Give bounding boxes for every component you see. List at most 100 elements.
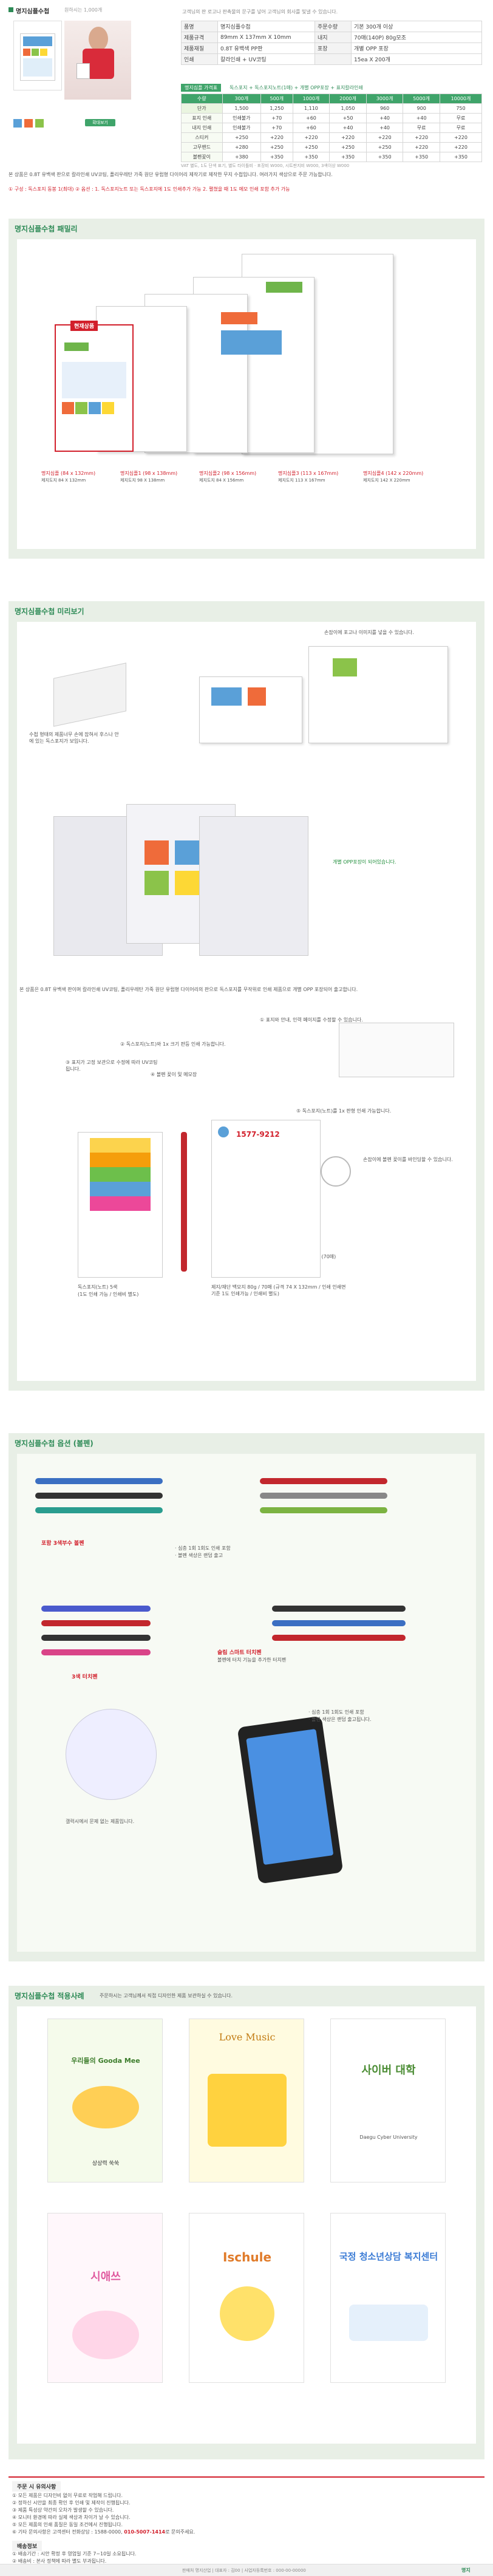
pen1-label: 포함 3색부수 볼펜 (41, 1541, 84, 1547)
price-cell: +220 (365, 132, 404, 143)
spec-value: 0.8T 유백색 PP판 (217, 43, 315, 54)
sample-title-3: 시애쓰 (90, 2271, 121, 2283)
pen1-note-0: · 심층 1회 1회도 인쇄 포함 (175, 1545, 231, 1551)
spec-row: 제품규격 89mm X 137mm X 10mm 내지 70매(140P) 80… (181, 32, 482, 43)
product-thumbnail[interactable] (13, 21, 62, 90)
price-title: 명지심플 가격표 (181, 84, 222, 92)
spec-row: 인쇄 칼라인쇄 + UV코팅 15ea X 200개 (181, 53, 482, 65)
price-header-cell: 수량 (181, 94, 223, 104)
preview-opp-packages (53, 798, 321, 962)
spec-row: 품명 명지심플수첩 주문수량 기본 300개 이상 (181, 21, 482, 32)
footer-logo: 명지 (461, 2567, 471, 2573)
price-cell: +350 (329, 152, 367, 162)
price-row-label: 내지 인쇄 (181, 123, 223, 133)
memo-tab-stack (90, 1138, 151, 1211)
brand-line: 명지심플수첩 (16, 9, 50, 15)
spec-key: 주문수량 (314, 21, 352, 32)
red-pen (181, 1132, 187, 1272)
touch-pen-4 (41, 1649, 151, 1655)
price-cell: +220 (329, 132, 367, 143)
price-cell: 인쇄불가 (222, 113, 262, 123)
price-cell: +250 (365, 142, 404, 152)
brand-sub: 원하시는 1,000개 (64, 7, 103, 13)
product-desc-2: ① 구성 : 독스포지 동봉 1(최대) ② 옵션 : 1. 독스포지노트 또는… (8, 186, 290, 192)
price-cell: +250 (292, 142, 330, 152)
slim-pen-1 (272, 1606, 406, 1612)
price-cell: +220 (260, 132, 293, 143)
sample-card-3[interactable]: 시애쓰 (47, 2213, 163, 2383)
note-bottom: 제지/재단 백모지 80g / 70매 (규격 74 X 132mm / 인쇄 … (211, 1284, 346, 1297)
price-row: 고무밴드+280+250+250+250+250+220+220 (181, 142, 483, 152)
note-item: ① 모든 제품은 디자인비 없이 무료로 작업해 드립니다. (12, 2493, 123, 2498)
sample-title-4: Ischule (222, 2250, 272, 2264)
price-header-cell: 3000개 (365, 94, 404, 104)
price-header-cell: 10000개 (439, 94, 483, 104)
sample-card-2[interactable]: 사이버 대학 Daegu Cyber University (330, 2019, 446, 2182)
ring-clip (321, 1156, 351, 1187)
price-cell: 1,250 (260, 103, 293, 114)
sample-title-2: 사이버 대학 (361, 2064, 416, 2077)
spec-value: 89mm X 137mm X 10mm (217, 32, 315, 43)
price-cell: 900 (403, 103, 440, 114)
right-note: 손잡이에 볼펜 꽂이를 바인딩할 수 있습니다. (363, 1157, 453, 1162)
preview-notebook-stack (53, 663, 126, 727)
view-larger-button[interactable]: 확대보기 (85, 119, 115, 126)
callout-4: ④ 볼펜 꽂이 및 메모장 (151, 1072, 197, 1077)
note-item: ② 배송비 : 본사 정책에 따라 별도 부과됩니다. (12, 2558, 107, 2564)
sample-card-5[interactable]: 국정 청소년상담 복지센터 (330, 2213, 446, 2383)
price-header-cell: 1000개 (292, 94, 330, 104)
section-title-samples: 명지심플수첩 적용사례 (15, 1992, 84, 2000)
spec-key: 제품재질 (181, 43, 218, 54)
sample-foot-0: 상상력 쑥쑥 (92, 2161, 120, 2167)
spec-key: 포장 (314, 43, 352, 54)
price-cell: +70 (260, 123, 293, 133)
sample-card-0[interactable]: 우리들의 Gooda Mee 상상력 쑥쑥 (47, 2019, 163, 2182)
phone-number: 1577-9212 (236, 1130, 280, 1139)
price-cell: 960 (365, 103, 404, 114)
note-item: ④ 모니터 환경에 따라 실제 색상과 차이가 날 수 있습니다. (12, 2515, 131, 2520)
sample-card-1[interactable]: Love Music (189, 2019, 304, 2182)
note-item: ③ 제품 특성상 약간의 오차가 발생할 수 있습니다. (12, 2507, 114, 2513)
spec-key: 품명 (181, 21, 218, 32)
touch-illustration (66, 1709, 157, 1800)
callout-1: ① 표지와 안내, 인력 페이지를 수정할 수 있습니다. (260, 1017, 363, 1023)
sample-card-4[interactable]: Ischule (189, 2213, 304, 2383)
price-cell: +220 (403, 132, 440, 143)
notes-title-1: 주문 시 유의사항 (12, 2481, 61, 2492)
section-title-family: 명지심플수첩 패밀리 (15, 225, 78, 233)
pen2-label: 3색 터치펜 (72, 1674, 98, 1680)
sample-title-1: Love Music (219, 2031, 276, 2043)
size-sub-0: 제지도지 84 X 132mm (41, 478, 86, 483)
price-row-label: 고무밴드 (181, 142, 223, 152)
model-photo (64, 21, 131, 100)
spec-value: 개별 OPP 포장 (351, 43, 482, 54)
memo-label: 독스포지(노트) 5색 (78, 1284, 118, 1290)
footer: 판매처 명지산업 | 대표자 : 김00 | 사업자등록번호 : 000-00-… (0, 2564, 493, 2576)
view-larger-label: 확대보기 (92, 120, 108, 125)
pen3-label: 슬림 스마트 터치펜 (217, 1650, 262, 1656)
notebook-current[interactable]: 현재상품 (55, 321, 134, 452)
price-cell: 750 (439, 103, 483, 114)
price-row-label: 표지 인쇄 (181, 113, 223, 123)
preview-section: 명지심플수첩 미리보기 손잡이에 포고나 이미지를 넣을 수 있습니다. 수첩 … (8, 601, 484, 1391)
price-cell: +220 (292, 132, 330, 143)
price-cell: +250 (329, 142, 367, 152)
price-cell: +40 (365, 123, 404, 133)
bullet-icon (8, 7, 13, 12)
spec-key: 제품규격 (181, 32, 218, 43)
price-cell: +350 (403, 152, 440, 162)
price-header-cell: 300개 (222, 94, 262, 104)
size-label-0: 명지심플 (84 x 132mm) (41, 471, 96, 476)
callout-2: ② 독스포지(노트)와 1x 크기 판등 인쇄 가능합니다. (120, 1041, 226, 1047)
notes-list-1: ① 모든 제품은 디자인비 없이 무료로 작업해 드립니다.② 정하신 시안을 … (12, 2492, 480, 2536)
size-label-1: 명지심플1 (98 x 138mm) (120, 471, 178, 476)
samples-section: 명지심플수첩 적용사례 주문하시는 고객님께서 직접 디자인한 제품 보관하실 … (8, 1986, 484, 2459)
top-header: 명지심플수첩 원하시는 1,000개 확대보기 고객님의 판 로고나 판촉물의 … (0, 0, 493, 261)
preview-note-left: 수첩 형태의 제품너무 손에 잡혀서 후스나 안에 있는 독스포지가 보입니다. (29, 732, 119, 744)
sample-title-0: 우리들의 Gooda Mee (71, 2057, 140, 2065)
price-cell: 무료 (439, 113, 483, 123)
price-cell: +220 (439, 132, 483, 143)
price-cell: 무료 (439, 123, 483, 133)
price-cell: +350 (439, 152, 483, 162)
